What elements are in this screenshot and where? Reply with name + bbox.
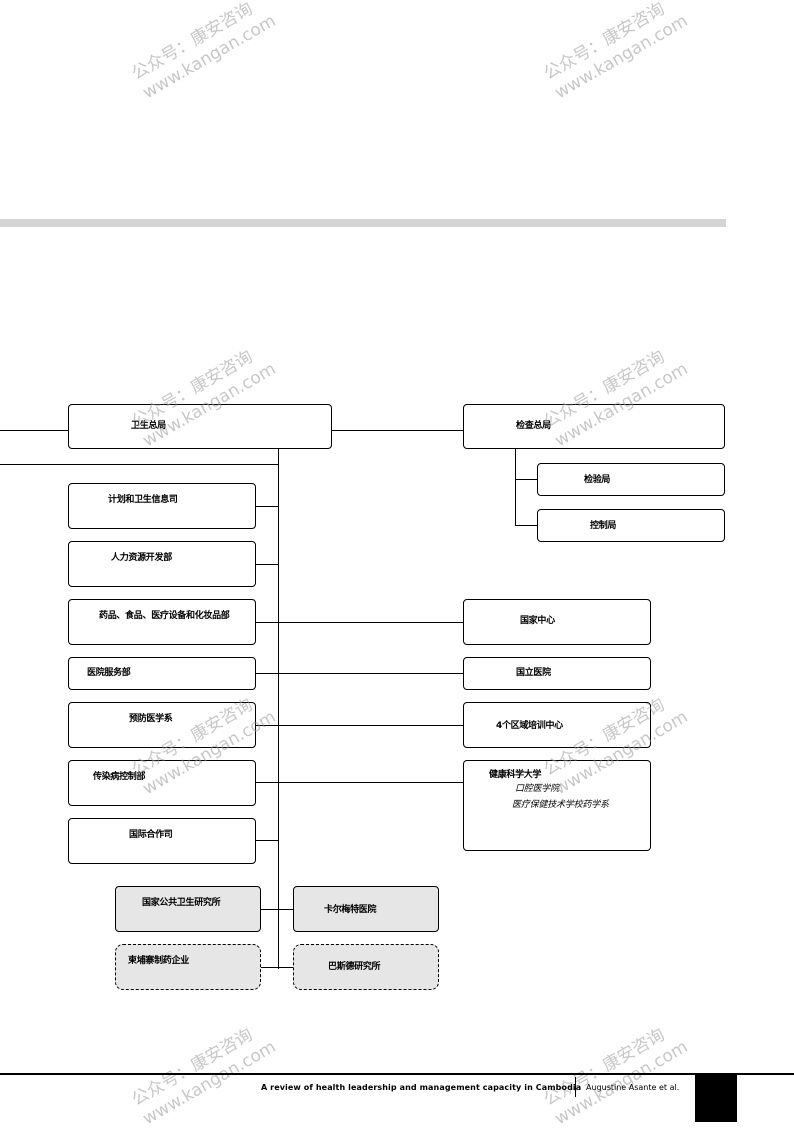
org-box-university: 健康科学大学 口腔医学院 医疗保健技术学校药学系 bbox=[463, 760, 651, 851]
org-box-department: 国际合作司 bbox=[68, 818, 256, 864]
connector-line bbox=[0, 464, 278, 466]
org-box-right-unit: 国立医院 bbox=[463, 657, 651, 690]
header-band bbox=[0, 219, 726, 227]
connector-line bbox=[0, 430, 68, 432]
org-box-label: 检查总局 bbox=[516, 421, 551, 431]
connector-line bbox=[256, 782, 463, 784]
org-box-department: 人力资源开发部 bbox=[68, 541, 256, 587]
org-box-inspection-child: 检验局 bbox=[537, 463, 725, 496]
org-box-inspection: 检查总局 bbox=[463, 404, 725, 449]
org-box-institute: 国家公共卫生研究所 bbox=[115, 886, 261, 932]
org-box-label: 国立医院 bbox=[516, 668, 551, 678]
org-box-right-unit: 4个区域培训中心 bbox=[463, 702, 651, 748]
footer-rule bbox=[0, 1073, 794, 1075]
org-box-department: 药品、食品、医疗设备和化妆品部 bbox=[68, 599, 256, 645]
org-box-department: 预防医学系 bbox=[68, 702, 256, 748]
org-box-department: 医院服务部 bbox=[68, 657, 256, 690]
connector-line bbox=[515, 479, 537, 481]
org-box-institute: 卡尔梅特医院 bbox=[293, 886, 439, 932]
org-box-department: 计划和卫生信息司 bbox=[68, 483, 256, 529]
connector-line bbox=[256, 506, 278, 508]
connector-line bbox=[256, 725, 463, 727]
org-box-label: 检验局 bbox=[584, 475, 611, 485]
org-box-label: 计划和卫生信息司 bbox=[108, 495, 178, 505]
org-box-department: 传染病控制部 bbox=[68, 760, 256, 806]
org-box-label: 人力资源开发部 bbox=[111, 553, 172, 563]
org-box-label: 控制局 bbox=[590, 521, 617, 531]
connector-line bbox=[515, 525, 537, 527]
connector-line bbox=[261, 909, 293, 911]
connector-line bbox=[256, 673, 463, 675]
org-box-label: 巴斯德研究所 bbox=[328, 962, 381, 972]
org-box-inspection-child: 控制局 bbox=[537, 509, 725, 542]
org-box-label: 4个区域培训中心 bbox=[496, 721, 563, 731]
org-box-label: 卡尔梅特医院 bbox=[324, 905, 377, 915]
inspection-trunk-line bbox=[515, 449, 517, 526]
university-sub-label: 口腔医学院 bbox=[515, 784, 560, 794]
org-box-label: 医院服务部 bbox=[87, 668, 131, 678]
org-box-institute: 巴斯德研究所 bbox=[293, 944, 439, 990]
org-box-label: 国家公共卫生研究所 bbox=[142, 898, 221, 908]
org-box-label: 药品、食品、医疗设备和化妆品部 bbox=[99, 611, 230, 621]
org-box-label: 柬埔寨制药企业 bbox=[128, 956, 189, 966]
org-box-institute: 柬埔寨制药企业 bbox=[115, 944, 261, 990]
connector-line bbox=[256, 840, 278, 842]
org-box-label: 卫生总局 bbox=[131, 421, 166, 431]
university-sub-label: 医疗保健技术学校药学系 bbox=[512, 800, 609, 810]
connector-line bbox=[261, 967, 293, 969]
org-box-right-unit: 国家中心 bbox=[463, 599, 651, 645]
org-box-root: 卫生总局 bbox=[68, 404, 332, 449]
page-number-block bbox=[695, 1075, 737, 1122]
connector-line bbox=[256, 564, 278, 566]
org-box-label: 预防医学系 bbox=[129, 714, 173, 724]
org-box-label: 健康科学大学 bbox=[489, 770, 542, 780]
trunk-line bbox=[278, 449, 280, 969]
footer-separator bbox=[575, 1077, 576, 1097]
org-box-label: 国际合作司 bbox=[129, 830, 173, 840]
org-box-label: 传染病控制部 bbox=[93, 772, 146, 782]
connector-line bbox=[332, 430, 463, 432]
org-box-label: 国家中心 bbox=[520, 616, 555, 626]
footer-author: Augustine Asante et al. bbox=[586, 1083, 680, 1092]
connector-line bbox=[256, 622, 463, 624]
footer-title: A review of health leadership and manage… bbox=[261, 1083, 582, 1092]
